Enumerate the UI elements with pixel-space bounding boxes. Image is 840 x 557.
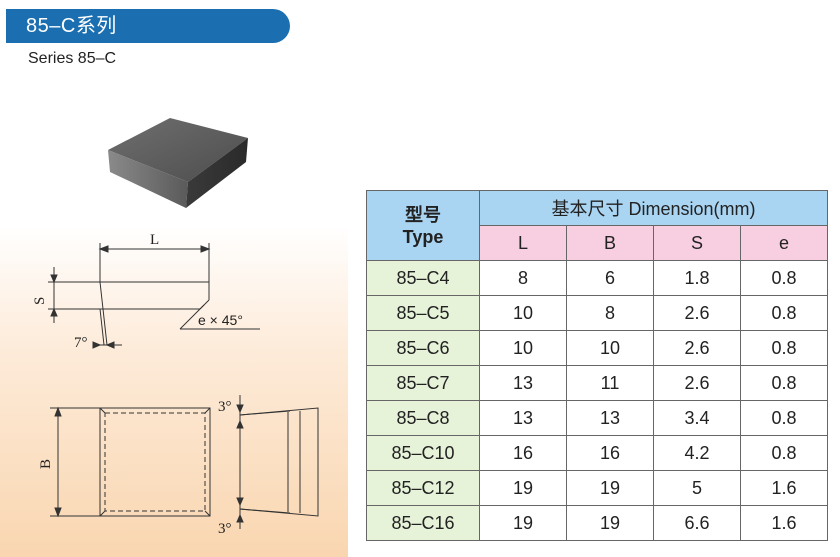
series-subtitle: Series 85–C [28,50,117,67]
B-cell: 10 [566,330,654,366]
type-cell: 85–C12 [366,470,480,506]
type-cell: 85–C6 [366,330,480,366]
type-cell: 85–C5 [366,295,480,331]
column-header-B: B [566,225,654,261]
S-cell: 6.6 [653,505,741,541]
table-row: 85–C6 10 10 2.6 0.8 [366,330,828,366]
column-header-S: S [653,225,741,261]
B-cell: 16 [566,435,654,471]
e-cell: 0.8 [740,435,828,471]
S-cell: 4.2 [653,435,741,471]
L-cell: 8 [479,260,567,296]
S-cell: 3.4 [653,400,741,436]
B-cell: 19 [566,505,654,541]
e-cell: 0.8 [740,295,828,331]
S-cell: 1.8 [653,260,741,296]
dim-label-7deg: 7° [74,335,88,351]
e-cell: 0.8 [740,260,828,296]
L-cell: 13 [479,400,567,436]
dim-label-L: L [150,232,159,248]
L-cell: 10 [479,330,567,366]
type-cell: 85–C16 [366,505,480,541]
column-header-e: e [740,225,828,261]
type-header-cn: 型号 [405,204,441,225]
type-header: 型号 Type [366,190,480,261]
dim-label-3deg-top: 3° [218,399,232,415]
L-cell: 19 [479,470,567,506]
technical-drawing: L S e × 45° 7° B 3° 3° [32,232,319,537]
type-cell: 85–C10 [366,435,480,471]
dim-label-e: e × 45° [198,312,243,328]
B-cell: 6 [566,260,654,296]
type-header-en: Type [402,226,444,247]
e-cell: 1.6 [740,470,828,506]
B-cell: 11 [566,365,654,401]
table-row: 85–C5 10 8 2.6 0.8 [366,295,828,331]
dimension-header: 基本尺寸 Dimension(mm) [479,190,828,226]
L-cell: 13 [479,365,567,401]
B-cell: 8 [566,295,654,331]
insert-product-image [108,118,248,208]
L-cell: 16 [479,435,567,471]
series-title: 85–C系列 [26,15,117,37]
dim-label-B: B [38,459,54,469]
L-cell: 19 [479,505,567,541]
e-cell: 1.6 [740,505,828,541]
table-row: 85–C7 13 11 2.6 0.8 [366,365,828,401]
table-row: 85–C10 16 16 4.2 0.8 [366,435,828,471]
dim-label-3deg-bottom: 3° [218,521,232,537]
S-cell: 2.6 [653,365,741,401]
series-title-bar: 85–C系列 [6,9,290,43]
type-cell: 85–C7 [366,365,480,401]
dimension-table: 型号 Type 基本尺寸 Dimension(mm) L B S e 85–C4… [366,190,828,541]
type-cell: 85–C8 [366,400,480,436]
B-cell: 19 [566,470,654,506]
dim-label-S: S [32,297,48,305]
table-row: 85–C8 13 13 3.4 0.8 [366,400,828,436]
e-cell: 0.8 [740,400,828,436]
table-row: 85–C12 19 19 5 1.6 [366,470,828,506]
B-cell: 13 [566,400,654,436]
L-cell: 10 [479,295,567,331]
column-header-L: L [479,225,567,261]
table-row: 85–C16 19 19 6.6 1.6 [366,505,828,541]
type-cell: 85–C4 [366,260,480,296]
table-row: 85–C4 8 6 1.8 0.8 [366,260,828,296]
S-cell: 2.6 [653,330,741,366]
S-cell: 2.6 [653,295,741,331]
S-cell: 5 [653,470,741,506]
e-cell: 0.8 [740,330,828,366]
e-cell: 0.8 [740,365,828,401]
